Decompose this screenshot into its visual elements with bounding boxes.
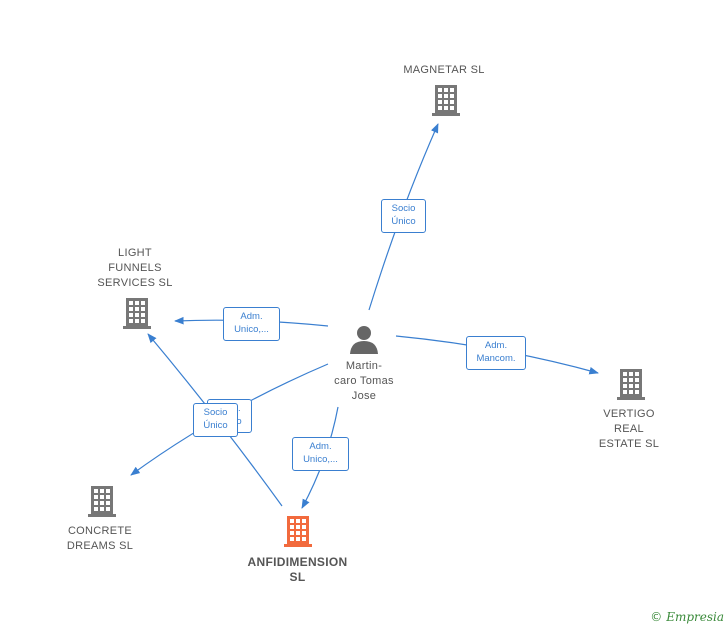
edge-label-socio-unico: Socio Único (381, 199, 426, 233)
edge-label-adm-mancom: Adm. Mancom. (466, 336, 526, 370)
node-label-vertigo[interactable]: VERTIGO REAL ESTATE SL (598, 408, 660, 450)
brand-logo: Empresia (666, 610, 724, 624)
node-label-concrete[interactable]: CONCRETE DREAMS SL (66, 525, 134, 552)
edge-label-socio-unico: Socio Único (193, 403, 238, 437)
copyright-icon: © (650, 610, 663, 624)
building-icon[interactable] (432, 85, 460, 116)
node-label-person[interactable]: Martin- caro Tomas Jose (334, 360, 394, 402)
building-icon[interactable] (284, 516, 312, 547)
node-label-anfidimension[interactable]: ANFIDIMENSION SL (247, 555, 348, 584)
building-icon[interactable] (617, 369, 645, 400)
node-label-magnetar[interactable]: MAGNETAR SL (403, 64, 485, 76)
person-icon[interactable] (350, 326, 378, 354)
building-icon[interactable] (88, 486, 116, 517)
empresia-credit[interactable]: ©Empresia (650, 610, 724, 624)
edge-label-adm-unico: Adm. Unico,... (292, 437, 349, 471)
node-label-light-funnels[interactable]: LIGHT FUNNELS SERVICES SL (97, 247, 173, 289)
building-icon[interactable] (123, 298, 151, 329)
edge-label-adm-unico: Adm. Unico,... (223, 307, 280, 341)
